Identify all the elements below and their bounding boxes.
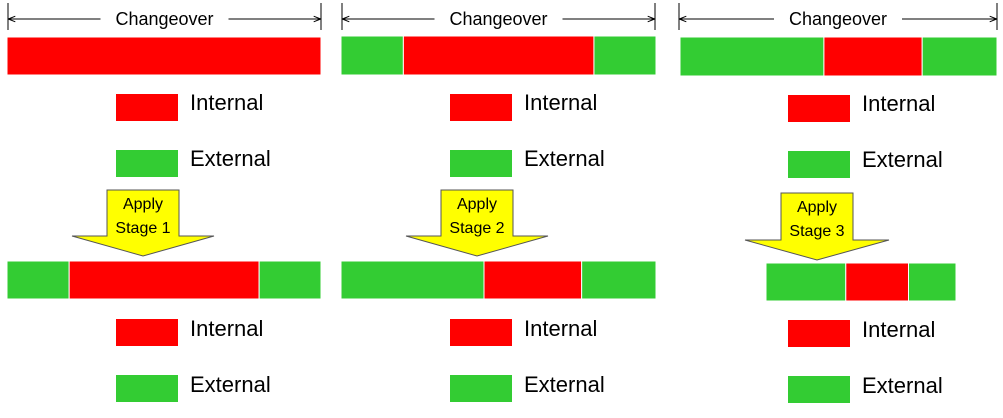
panel-3-top-bar-segment-external (921, 36, 998, 77)
panel-2-apply-stage-arrow (405, 189, 549, 257)
panel-1-bottom-legend-internal-label: Internal (190, 316, 263, 341)
panel-1-top-legend-external-label: External (190, 146, 271, 171)
panel-2-top-bar-segment-external (593, 35, 657, 76)
panel-2-arrow-text-line1: Apply (457, 196, 497, 213)
panel-3-arrow-text-line1: Apply (797, 199, 837, 216)
panel-3-top-legend-internal-label: Internal (862, 91, 935, 116)
panel-3-bottom-bar-segment-internal (845, 262, 909, 302)
panel-1-bottom-bar-segment-external (258, 260, 322, 300)
panel-3-bottom-legend-external-swatch (788, 376, 850, 403)
panel-2-bottom-legend-external-swatch (450, 375, 512, 402)
panel-1-top-legend-internal-label: Internal (190, 90, 263, 115)
panel-1-top-legend-internal-swatch (116, 94, 178, 121)
panel-2-changeover-label: Changeover (449, 9, 547, 29)
panel-1-bottom-legend-internal-swatch (116, 319, 178, 346)
panel-2-bottom-legend-internal-label: Internal (524, 316, 597, 341)
panel-2-arrow-text-line2: Stage 2 (449, 220, 504, 237)
panel-2-bottom-legend-external-label: External (524, 372, 605, 397)
panel-3-bottom-bar-segment-external (765, 262, 847, 302)
panel-1-bottom-legend-external-swatch (116, 375, 178, 402)
panel-1-top-legend-external-swatch (116, 150, 178, 177)
panel-2-bottom-bar-segment-external (581, 260, 657, 300)
panel-3-top-legend-internal-swatch (788, 95, 850, 122)
panel-3-arrow-text-line2: Stage 3 (789, 223, 844, 240)
panel-2-top-legend-external-swatch (450, 150, 512, 177)
panel-3-top-bar-segment-external (679, 36, 825, 77)
panel-1-bottom-bar-segment-internal (68, 260, 260, 300)
panel-3-top-legend-external-swatch (788, 151, 850, 178)
panel-1-arrow-text-line1: Apply (123, 196, 163, 213)
panel-2-bottom-bar-segment-external (340, 260, 485, 300)
panel-3-bottom-legend-internal-label: Internal (862, 317, 935, 342)
panel-1-arrow-text-line2: Stage 1 (115, 220, 170, 237)
panel-3-bottom-legend-internal-swatch (788, 320, 850, 347)
panel-2-top-bar-segment-internal (402, 35, 595, 76)
panel-2-bottom-bar-segment-internal (483, 260, 583, 300)
panel-3-apply-stage-arrow (744, 192, 890, 261)
panel-3-changeover-label: Changeover (789, 9, 887, 29)
panel-2-top-bar-segment-external (340, 35, 404, 76)
panel-1-changeover-label: Changeover (115, 9, 213, 29)
panel-3-top-bar-segment-internal (823, 36, 923, 77)
panel-1-top-bar-segment-internal (6, 36, 322, 76)
panel-2-top-legend-internal-swatch (450, 94, 512, 121)
panel-1-bottom-legend-external-label: External (190, 372, 271, 397)
panel-2-top-legend-external-label: External (524, 146, 605, 171)
panel-1-bottom-bar-segment-external (6, 260, 70, 300)
panel-3-bottom-bar-segment-external (908, 262, 957, 302)
panel-1-apply-stage-arrow (71, 189, 215, 257)
panel-3-top-legend-external-label: External (862, 147, 943, 172)
panel-2-bottom-legend-internal-swatch (450, 319, 512, 346)
panel-3-bottom-legend-external-label: External (862, 373, 943, 398)
panel-2-top-legend-internal-label: Internal (524, 90, 597, 115)
